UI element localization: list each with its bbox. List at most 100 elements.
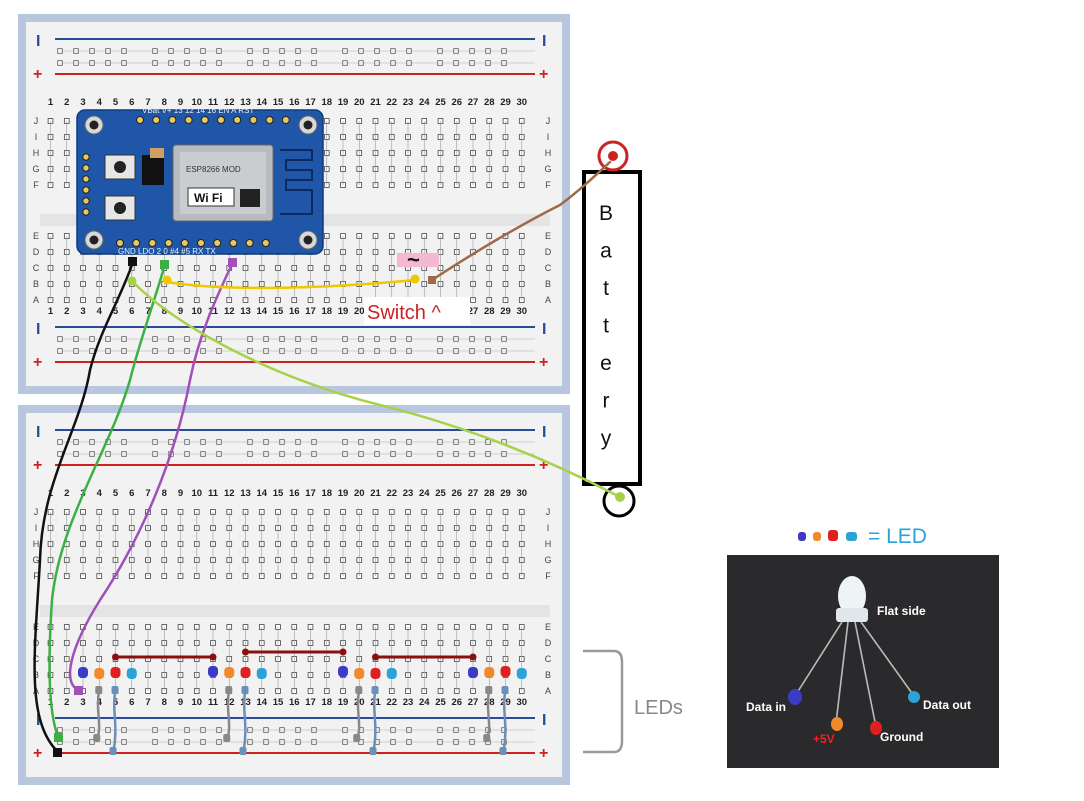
- column-number-top: 29: [500, 97, 511, 108]
- column-number-bottom: 19: [338, 697, 349, 708]
- legend-dot-data-in: [798, 532, 806, 541]
- led-pin-15: [500, 666, 511, 677]
- photo-label-data-out: Data out: [923, 698, 971, 712]
- board-surface: [26, 413, 562, 777]
- column-number-top: 13: [240, 488, 251, 499]
- column-number-bottom: 4: [97, 697, 103, 708]
- row-label-right: C: [545, 654, 552, 664]
- column-number-top: 4: [97, 488, 103, 499]
- esp-side-pin: [82, 175, 90, 183]
- column-number-top: 10: [191, 488, 202, 499]
- wire-black-ground: [33, 260, 135, 754]
- column-number-top: 7: [145, 97, 150, 108]
- photo-label-5v: +5V: [813, 732, 835, 746]
- wire-green-start: [160, 260, 169, 269]
- esp-chip-model: ESP8266 MOD: [186, 165, 241, 174]
- rail-plus-sign-left: +: [33, 457, 42, 474]
- column-number-bottom: 11: [208, 306, 219, 317]
- column-number-top: 22: [386, 488, 397, 499]
- column-number-bottom: 20: [354, 306, 365, 317]
- led-rail-lead-end: [239, 747, 247, 755]
- esp-pin-top: [136, 116, 144, 124]
- battery-letter-2: a: [600, 240, 612, 263]
- esp-pin-top: [265, 116, 274, 124]
- column-number-top: 9: [178, 97, 183, 108]
- row-label-left: A: [33, 295, 39, 305]
- led-rail-lead-end: [109, 747, 117, 755]
- row-label-right: F: [545, 180, 551, 190]
- row-label-left: E: [33, 231, 39, 241]
- column-number-bottom: 6: [129, 306, 134, 317]
- led-pin-4: [126, 668, 137, 679]
- column-number-top: 25: [435, 488, 446, 499]
- gpio0-button-cap: [114, 202, 126, 214]
- row-label-right: G: [544, 164, 551, 174]
- led-pin-11: [370, 668, 381, 679]
- esp-qr: [240, 189, 260, 207]
- column-number-top: 23: [403, 97, 414, 108]
- mounting-hole-inner: [89, 235, 99, 245]
- column-number-bottom: 16: [289, 306, 300, 317]
- row-label-left: F: [33, 180, 39, 190]
- esp-pin-bottom: [261, 239, 270, 247]
- led-dome: [838, 576, 866, 616]
- row-label-right: B: [545, 670, 551, 680]
- column-number-bottom: 17: [305, 697, 316, 708]
- photo-dot-ground: [870, 721, 882, 735]
- wire-green-end: [54, 733, 63, 742]
- column-number-bottom: 17: [305, 306, 316, 317]
- led-base: [836, 608, 868, 622]
- esp-side-pin: [82, 164, 90, 172]
- esp-pin-bottom: [180, 239, 189, 247]
- column-number-bottom: 3: [80, 306, 85, 317]
- esp-pin-top: [217, 116, 225, 124]
- switch-symbol: ~: [407, 247, 420, 272]
- rail-plus-sign-right: +: [539, 66, 548, 83]
- column-number-top: 8: [162, 97, 167, 108]
- row-label-right: A: [545, 686, 551, 696]
- esp-pin-top: [233, 116, 242, 124]
- photo-dot-5v: [831, 717, 843, 731]
- row-label-left: B: [33, 279, 39, 289]
- led-rail-lead-3: [226, 689, 231, 739]
- column-number-bottom: 10: [191, 306, 202, 317]
- wire-yellow-switch: [165, 278, 417, 290]
- photo-label-data-in: Data in: [746, 700, 786, 714]
- esp-pin-bottom: [229, 239, 238, 247]
- row-label-left: I: [35, 132, 38, 142]
- column-number-top: 21: [370, 488, 381, 499]
- esp-bottom-pin-labels: GND LDO 2 0 #4 #5 RX TX: [118, 247, 216, 256]
- column-number-top: 17: [305, 488, 316, 499]
- led-photo: Flat side Data in +5V Ground Data out: [727, 555, 999, 768]
- row-label-right: D: [545, 638, 552, 648]
- led-rail-lead-5: [356, 689, 361, 739]
- led-pin-10: [354, 668, 365, 679]
- column-number-bottom: 23: [403, 697, 414, 708]
- row-label-left: B: [33, 670, 39, 680]
- column-number-bottom: 2: [64, 697, 69, 708]
- led-rail-lead-start: [501, 686, 509, 694]
- column-number-bottom: 9: [178, 697, 183, 708]
- column-number-top: 11: [208, 488, 219, 499]
- wire-purple-end: [74, 686, 83, 695]
- led-rail-lead-end: [353, 734, 361, 742]
- esp-antenna-trace: [280, 149, 313, 215]
- led-rail-lead-end: [93, 734, 101, 742]
- esp-side-pin: [82, 186, 90, 194]
- column-number-top: 5: [113, 488, 119, 499]
- esp-pin-bottom: [197, 239, 205, 247]
- column-number-bottom: 2: [64, 306, 69, 317]
- column-number-top: 1: [48, 97, 54, 108]
- led-pin-3: [110, 667, 121, 678]
- row-label-left: H: [33, 539, 40, 549]
- led-rail-lead-start: [371, 686, 379, 694]
- esp-side-pin: [82, 153, 90, 161]
- column-number-top: 30: [516, 488, 527, 499]
- column-number-top: 9: [178, 488, 183, 499]
- led-jumper-end: [339, 648, 347, 656]
- led-strip: [78, 648, 527, 755]
